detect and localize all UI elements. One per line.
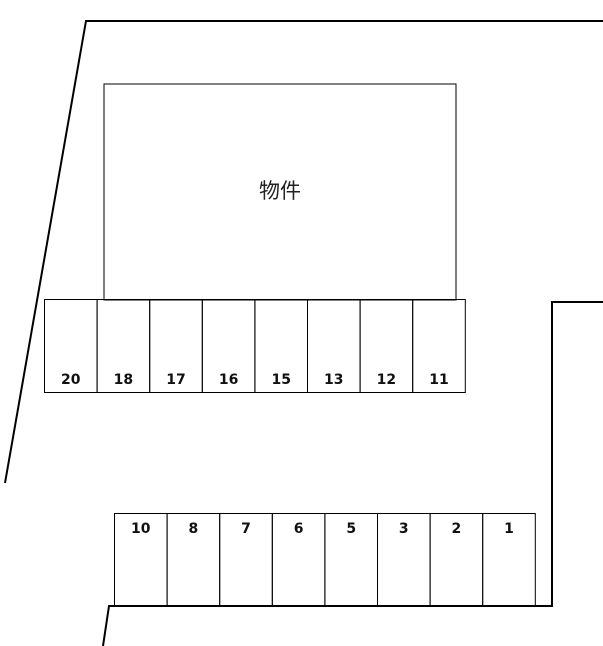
parking-space: 12	[359, 299, 414, 393]
parking-space-number: 7	[241, 521, 251, 537]
lot-boundary	[4, 20, 603, 646]
parking-space: 18	[96, 299, 151, 393]
parking-space-number: 3	[399, 521, 409, 537]
parking-space-number: 15	[271, 372, 290, 388]
parking-space-number: 18	[114, 372, 133, 388]
parking-row-bottom: 10 8 7 6 5 3 2 1	[114, 513, 536, 607]
building-outline	[103, 83, 457, 301]
parking-space-number: 13	[324, 372, 343, 388]
parking-space: 6	[271, 513, 326, 607]
parking-space: 10	[114, 513, 168, 607]
parking-space-number: 5	[346, 521, 356, 537]
parking-space-number: 11	[429, 372, 448, 388]
boundary-upper-left	[4, 20, 603, 484]
parking-space-number: 2	[452, 521, 462, 537]
parking-space: 1	[482, 513, 536, 607]
parking-space-outline	[482, 513, 536, 607]
parking-space-number: 16	[219, 372, 238, 388]
parking-space-number: 12	[377, 372, 396, 388]
parking-space-number: 8	[189, 521, 199, 537]
parking-space: 17	[149, 299, 203, 393]
parking-space: 3	[377, 513, 431, 607]
parking-space-outline	[412, 299, 466, 393]
building: 物件	[103, 83, 457, 301]
parking-space: 5	[324, 513, 378, 607]
parking-space-number: 6	[294, 521, 304, 537]
parking-space: 20	[44, 299, 98, 393]
parking-space: 2	[429, 513, 484, 607]
parking-space: 8	[166, 513, 221, 607]
parking-space: 16	[201, 299, 256, 393]
building-label: 物件	[259, 179, 301, 203]
parking-space-number: 1	[504, 521, 514, 537]
parking-space-number: 20	[61, 372, 81, 388]
parking-space: 15	[254, 299, 308, 393]
parking-space: 13	[307, 299, 361, 393]
boundary-lower-right	[102, 301, 603, 646]
parking-space: 7	[219, 513, 273, 607]
parking-row-top: 20 18 17 16 15 13 12 11	[44, 299, 466, 393]
parking-space-number: 10	[131, 521, 151, 537]
parking-space: 11	[412, 299, 466, 393]
parking-space-number: 17	[166, 372, 185, 388]
